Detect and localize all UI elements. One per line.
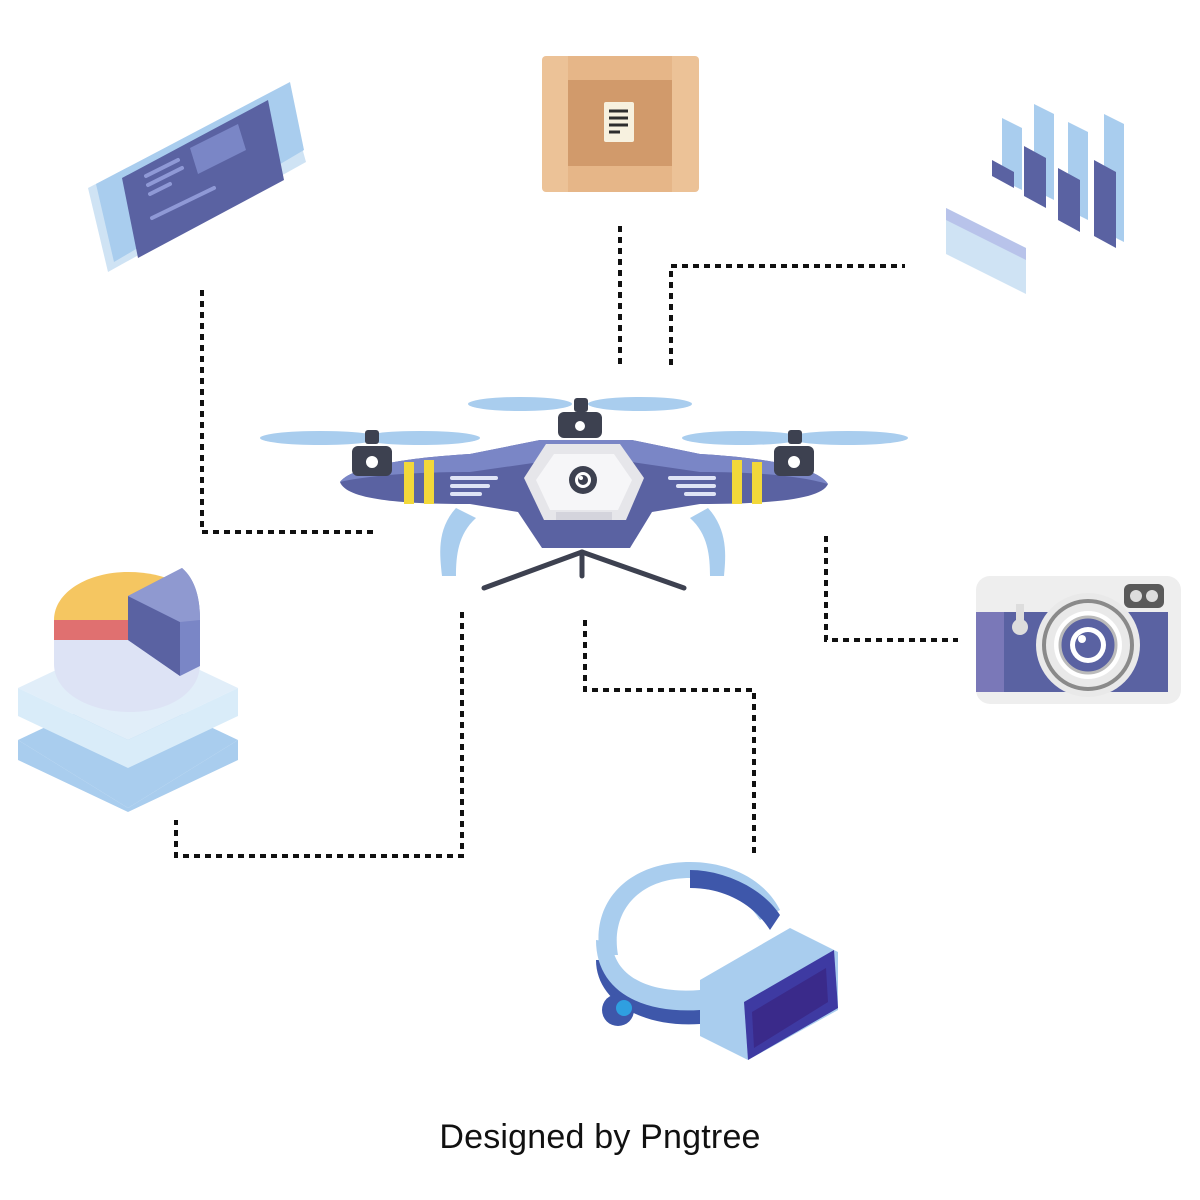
connector-pie-chart xyxy=(174,612,464,858)
vr-headset-icon xyxy=(596,862,838,1060)
connector-camera xyxy=(824,536,958,642)
connector-phone xyxy=(200,290,375,534)
bar-chart-icon xyxy=(946,104,1124,294)
connector-bar-chart xyxy=(669,264,905,365)
connectors xyxy=(174,226,958,858)
drone-icon xyxy=(260,397,908,591)
credit-text: Designed by Pngtree xyxy=(439,1118,761,1156)
camera-icon xyxy=(976,576,1181,704)
connector-vr-headset xyxy=(583,620,756,856)
package-box-icon xyxy=(542,56,699,192)
pie-chart-icon xyxy=(18,568,238,812)
smartphone-icon xyxy=(88,82,306,272)
